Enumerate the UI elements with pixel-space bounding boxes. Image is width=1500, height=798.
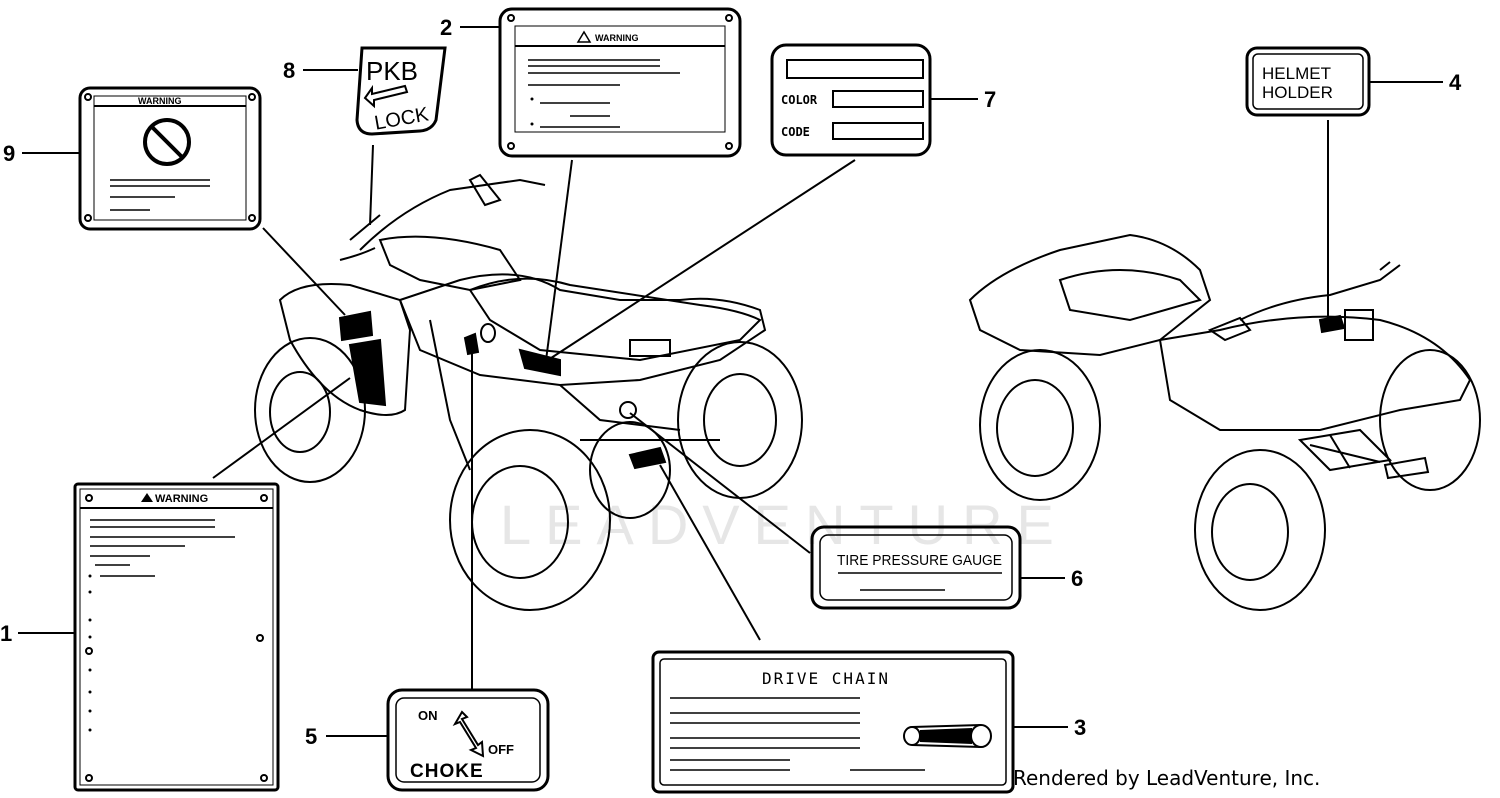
watermark: LEADVENTURE [500,493,1068,556]
prohibition-icon [143,118,191,166]
warning-large-text: WARNING [155,493,208,505]
leader-lines [18,26,1443,737]
label-5-choke [386,688,550,792]
label-3-drive-chain [651,650,1015,794]
callout-9: 9 [3,141,15,166]
callout-8: 8 [283,58,295,83]
callout-5: 5 [305,724,317,749]
label-7-color-code [770,43,932,157]
callout-3: 3 [1074,715,1086,740]
label-8-pkb-lock [355,46,447,136]
callout-7: 7 [984,87,996,112]
choke-off-text: OFF [488,742,514,757]
arrow-left-icon [363,84,409,109]
label-6-tire-pressure-gauge [810,525,1022,610]
code-text: CODE [781,125,810,139]
label-9-warning-prohibition [78,86,262,231]
callout-2: 2 [440,15,452,40]
label-4-helmet-holder [1245,46,1371,117]
choke-on-text: ON [418,708,438,723]
callout-6: 6 [1071,566,1083,591]
atv-front-view [254,173,803,611]
footer-credit: Rendered by LeadVenture, Inc. [1013,766,1321,790]
choke-text: CHOKE [410,761,484,782]
label-2-warning [498,7,742,158]
choke-arrow-icon [452,710,485,758]
warning-top-text: WARNING [595,33,639,43]
chain-adjuster-icon [903,724,992,748]
atv-rear-view [968,233,1481,611]
tire-pressure-gauge-text: TIRE PRESSURE GAUGE [837,552,1002,569]
drive-chain-text: DRIVE CHAIN [762,669,890,688]
holder-text: HOLDER [1262,83,1333,102]
color-text: COLOR [781,93,818,107]
warning-small-text: WARNING [138,96,182,106]
callout-4: 4 [1449,70,1462,95]
label-1-warning-large [73,482,280,792]
callout-1: 1 [0,621,12,646]
helmet-text: HELMET [1262,64,1331,83]
pkb-text: PKB [366,56,418,86]
